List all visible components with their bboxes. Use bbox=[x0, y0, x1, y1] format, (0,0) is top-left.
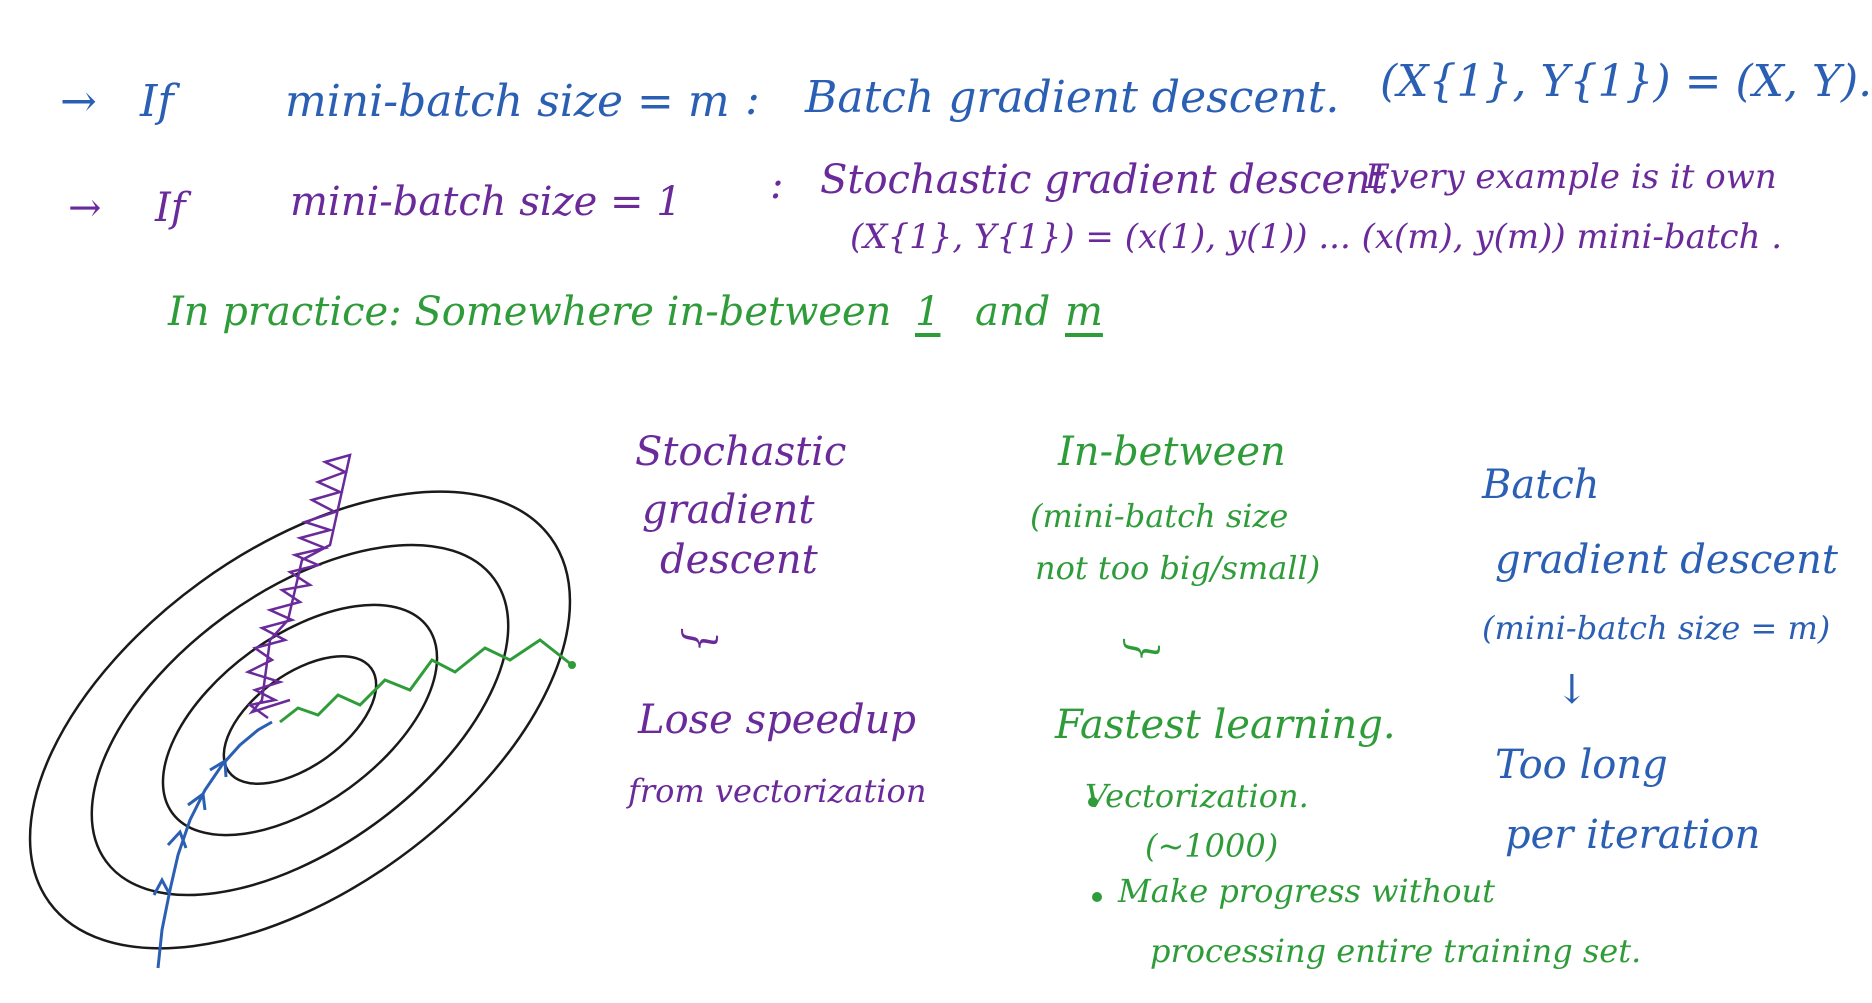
line2-arrow: → bbox=[68, 185, 102, 231]
bullet-dot bbox=[1092, 892, 1102, 902]
between-brace: } bbox=[1119, 637, 1166, 663]
line1-condition: mini-batch size = m bbox=[285, 76, 730, 127]
sgd-result-line1: Lose speedup bbox=[638, 697, 917, 743]
between-title-line1: In-between bbox=[1058, 429, 1286, 475]
line2-colon: : bbox=[770, 162, 784, 208]
sgd-path bbox=[244, 453, 352, 720]
batch-arrow: ↓ bbox=[1555, 667, 1589, 713]
contour-ellipse-2 bbox=[90, 543, 510, 897]
line2-condition: mini-batch size = 1 bbox=[290, 179, 682, 225]
batch-gd-arrowheads bbox=[152, 758, 228, 896]
in-practice-one: 1 bbox=[915, 289, 941, 335]
between-title-line3: not too big/small) bbox=[1035, 549, 1321, 587]
arrowhead bbox=[166, 829, 188, 849]
batch-result-line1: Too long bbox=[1495, 742, 1668, 788]
line2-if: If bbox=[155, 185, 186, 231]
contour-ellipse-3 bbox=[161, 603, 439, 837]
sgd-title-line3: descent bbox=[660, 537, 818, 583]
line1-colon: : bbox=[745, 74, 760, 125]
line1-arrow: → bbox=[60, 76, 97, 127]
sgd-brace: } bbox=[677, 627, 724, 653]
sgd-title-line2: gradient bbox=[642, 487, 815, 533]
line2-result: Stochastic gradient descent. bbox=[820, 157, 1400, 203]
bullet-dot bbox=[1088, 797, 1098, 807]
between-bullet-progress-cont: processing entire training set. bbox=[1150, 932, 1642, 970]
between-bullet-batch-size: (~1000) bbox=[1145, 827, 1279, 865]
batch-title-line2: gradient descent bbox=[1495, 537, 1838, 583]
in-practice-m: m bbox=[1065, 289, 1103, 335]
arrowhead bbox=[209, 758, 228, 778]
between-title-line2: (mini-batch size bbox=[1030, 497, 1289, 535]
batch-result-line2: per iteration bbox=[1505, 812, 1761, 858]
in-practice-text: In practice: Somewhere in-between bbox=[168, 289, 892, 335]
line1-equation: (X{1}, Y{1}) = (X, Y). bbox=[1380, 56, 1872, 107]
arrowhead bbox=[152, 876, 172, 896]
batch-title-line1: Batch bbox=[1482, 462, 1600, 508]
contour-ellipse-inner bbox=[222, 655, 378, 785]
batch-title-line3: (mini-batch size = m) bbox=[1482, 609, 1831, 647]
between-bullet-vectorization: Vectorization. bbox=[1085, 777, 1309, 815]
contour-ellipses bbox=[28, 490, 572, 950]
in-practice-and: and bbox=[975, 289, 1051, 335]
contour-ellipse-outer bbox=[28, 490, 572, 950]
minibatch-start-dot bbox=[568, 661, 576, 669]
line2-note: Every example is it own bbox=[1365, 157, 1777, 197]
between-result: Fastest learning. bbox=[1055, 702, 1396, 748]
batch-gd-path bbox=[156, 720, 273, 969]
sgd-title-line1: Stochastic bbox=[635, 429, 847, 475]
line1-result: Batch gradient descent. bbox=[805, 72, 1340, 123]
between-bullet-progress: Make progress without bbox=[1118, 872, 1495, 910]
line1-if: If bbox=[140, 76, 174, 127]
arrowhead bbox=[187, 791, 207, 811]
line2-equation: (X{1}, Y{1}) = (x(1), y(1)) ... (x(m), y… bbox=[850, 217, 1783, 257]
minibatch-path bbox=[279, 638, 573, 724]
sgd-result-line2: from vectorization bbox=[628, 772, 927, 810]
